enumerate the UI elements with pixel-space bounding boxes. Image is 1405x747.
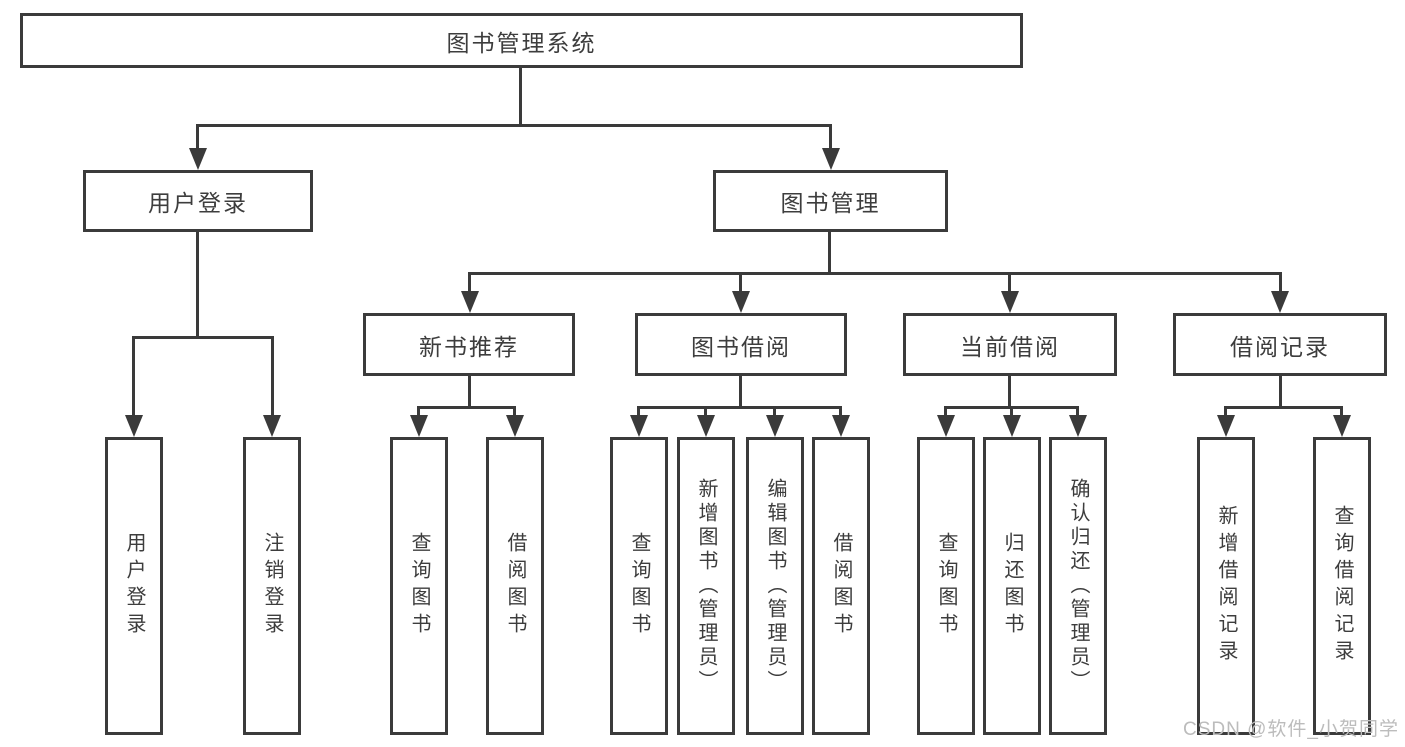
node-library-management-system: 图书管理系统 <box>20 13 1023 68</box>
node-label: 新书推荐 <box>419 333 519 360</box>
connector-segment <box>519 68 522 126</box>
leaf-user-login: 用户登录 <box>105 437 163 735</box>
connector-segment <box>638 406 842 409</box>
connector-segment <box>196 124 199 152</box>
csdn-watermark: CSDN @软件_小贺同学 <box>1183 719 1399 740</box>
leaf-query-books-current: 查询图书 <box>917 437 975 735</box>
connector-segment <box>1010 406 1013 418</box>
node-user-login: 用户登录 <box>83 170 313 232</box>
node-book-management: 图书管理 <box>713 170 948 232</box>
arrowhead <box>1217 415 1235 437</box>
leaf-query-books-recommend: 查询图书 <box>390 437 448 735</box>
leaf-add-books-admin: 新增图书（管理员） <box>677 437 735 735</box>
connector-segment <box>197 124 832 127</box>
leaf-query-borrow-record: 查询借阅记录 <box>1313 437 1371 735</box>
leaf-label: 编辑图书（管理员） <box>764 478 786 694</box>
arrowhead <box>410 415 428 437</box>
arrowhead <box>832 415 850 437</box>
connector-segment <box>1279 272 1282 292</box>
connector-segment <box>828 232 831 274</box>
leaf-borrow-books-recommend: 借阅图书 <box>486 437 544 735</box>
connector-segment <box>513 406 516 418</box>
leaf-label: 查询图书 <box>935 532 957 640</box>
connector-segment <box>739 272 742 292</box>
arrowhead <box>125 415 143 437</box>
node-borrowing-records: 借阅记录 <box>1173 313 1387 376</box>
leaf-label: 用户登录 <box>123 532 145 640</box>
connector-segment <box>133 336 274 339</box>
node-book-borrowing: 图书借阅 <box>635 313 847 376</box>
leaf-label: 借阅图书 <box>504 532 526 640</box>
connector-segment <box>1279 376 1282 408</box>
connector-segment <box>469 272 1282 275</box>
arrowhead <box>189 148 207 170</box>
connector-segment <box>1076 406 1079 418</box>
arrowhead <box>263 415 281 437</box>
connector-segment <box>773 406 776 418</box>
arrowhead <box>937 415 955 437</box>
connector-segment <box>704 406 707 418</box>
connector-segment <box>1224 406 1227 418</box>
arrowhead <box>1003 415 1021 437</box>
node-label: 借阅记录 <box>1230 333 1330 360</box>
leaf-label: 新增借阅记录 <box>1215 505 1237 667</box>
connector-segment <box>418 406 516 409</box>
leaf-label: 注销登录 <box>261 532 283 640</box>
leaf-label: 归还图书 <box>1001 532 1023 640</box>
leaf-add-borrow-record: 新增借阅记录 <box>1197 437 1255 735</box>
leaf-label: 查询图书 <box>408 532 430 640</box>
connector-segment <box>1225 406 1343 409</box>
leaf-label: 新增图书（管理员） <box>695 478 717 694</box>
node-label: 图书管理 <box>780 190 881 216</box>
connector-segment <box>1340 406 1343 418</box>
leaf-edit-books-admin: 编辑图书（管理员） <box>746 437 804 735</box>
node-label: 用户登录 <box>148 190 248 216</box>
connector-segment <box>132 336 135 416</box>
leaf-borrow-books-borrowing: 借阅图书 <box>812 437 870 735</box>
arrowhead <box>697 415 715 437</box>
connector-segment <box>468 376 471 408</box>
connector-segment <box>739 376 742 408</box>
leaf-label: 确认归还（管理员） <box>1067 478 1089 694</box>
arrowhead <box>766 415 784 437</box>
node-label: 图书借阅 <box>691 333 791 360</box>
leaf-return-books: 归还图书 <box>983 437 1041 735</box>
node-new-book-recommendation: 新书推荐 <box>363 313 575 376</box>
connector-segment <box>637 406 640 418</box>
node-current-borrowing: 当前借阅 <box>903 313 1117 376</box>
arrowhead <box>1271 291 1289 313</box>
arrowhead <box>506 415 524 437</box>
node-label: 当前借阅 <box>960 333 1060 360</box>
arrowhead <box>822 148 840 170</box>
leaf-query-books-borrowing: 查询图书 <box>610 437 668 735</box>
leaf-label: 查询借阅记录 <box>1331 505 1353 667</box>
leaf-logout: 注销登录 <box>243 437 301 735</box>
arrowhead <box>1069 415 1087 437</box>
leaf-confirm-return-admin: 确认归还（管理员） <box>1049 437 1107 735</box>
connector-segment <box>839 406 842 418</box>
connector-segment <box>468 272 471 292</box>
connector-segment <box>1008 272 1011 292</box>
leaf-label: 查询图书 <box>628 532 650 640</box>
arrowhead <box>461 291 479 313</box>
connector-segment <box>829 124 832 152</box>
leaf-label: 借阅图书 <box>830 532 852 640</box>
arrowhead <box>1333 415 1351 437</box>
connector-segment <box>417 406 420 418</box>
arrowhead <box>630 415 648 437</box>
connector-segment <box>271 336 274 416</box>
arrowhead <box>1001 291 1019 313</box>
connector-segment <box>196 232 199 338</box>
connector-segment <box>1008 376 1011 408</box>
node-label: 图书管理系统 <box>446 29 597 56</box>
arrowhead <box>732 291 750 313</box>
connector-segment <box>944 406 947 418</box>
